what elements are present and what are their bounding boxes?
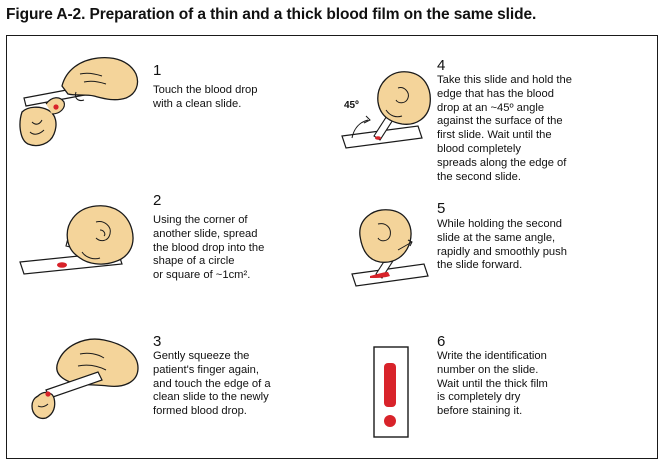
angle-label: 45º <box>344 100 359 111</box>
step-3-illustration <box>31 338 139 420</box>
thick-film-shape <box>384 415 396 427</box>
step-6-number: 6 <box>437 333 446 350</box>
step-1-illustration <box>19 56 139 147</box>
hand-shape <box>377 71 431 125</box>
blood-drop <box>57 262 67 268</box>
step-2-number: 2 <box>153 192 162 209</box>
hand-shape <box>61 56 139 101</box>
step-3-number: 3 <box>153 333 162 350</box>
figure-frame <box>6 35 658 459</box>
step-2-illustration <box>19 205 134 275</box>
step-5-number: 5 <box>437 200 446 217</box>
step-4-text: Take this slide and hold the edge that h… <box>437 74 572 183</box>
hand-shape <box>359 209 412 263</box>
hand-shape <box>56 338 139 388</box>
finger-shape <box>31 391 56 420</box>
hand-shape <box>66 205 134 265</box>
slide-shape <box>351 263 429 287</box>
step-1-text: Touch the blood drop with a clean slide. <box>153 84 258 110</box>
blood-drop <box>53 104 59 110</box>
step-2-text: Using the corner of another slide, sprea… <box>153 214 265 282</box>
finger-shape <box>19 106 57 147</box>
step-3-text: Gently squeeze the patient's finger agai… <box>153 350 271 418</box>
blood-drop <box>375 136 381 140</box>
step-5-text: While holding the second slide at the sa… <box>437 218 567 272</box>
step-4-illustration: 45º <box>341 71 431 149</box>
step-4-number: 4 <box>437 57 446 74</box>
blood-smear <box>370 272 390 278</box>
figure-title: Figure A-2. Preparation of a thin and a … <box>6 6 537 23</box>
thin-film-shape <box>384 363 396 407</box>
step-5-illustration <box>351 209 429 287</box>
step-6-text: Write the identification number on the s… <box>437 350 548 418</box>
step-1-number: 1 <box>153 62 162 79</box>
angle-arc-shape <box>351 119 369 139</box>
step-6-illustration <box>373 346 409 438</box>
blood-drop <box>45 391 51 397</box>
